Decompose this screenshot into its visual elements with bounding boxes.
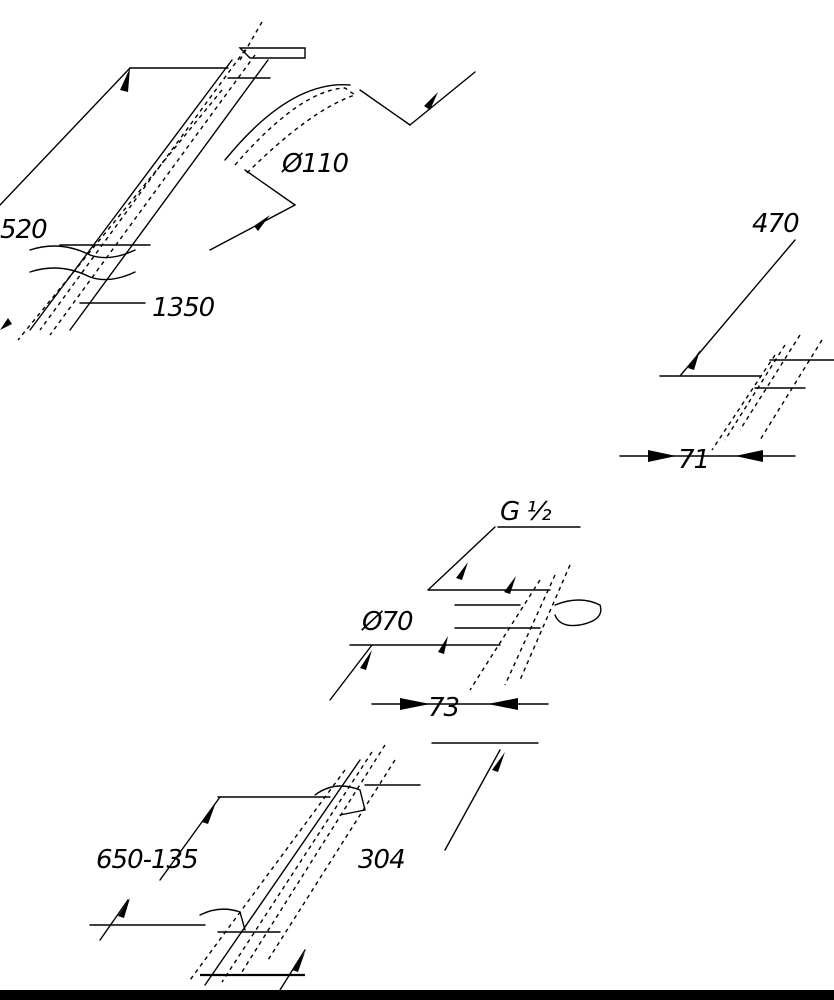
connection-detail	[329, 526, 602, 710]
dim-pipe-length: 1350	[152, 293, 215, 323]
dim-cap-depth: 73	[428, 693, 459, 723]
dim-cap-diameter: Ø70	[361, 607, 413, 637]
dim-right-width: 71	[678, 445, 709, 475]
dim-lower-length: 304	[358, 845, 405, 875]
bottom-border	[0, 990, 834, 1000]
lower-rail-assembly	[89, 742, 539, 991]
shower-rail-assembly	[0, 21, 476, 341]
dim-top-left-partial: 520	[0, 215, 47, 245]
dim-pipe-diameter: Ø110	[281, 149, 349, 179]
dim-thread: G ½	[500, 497, 551, 527]
wall-bracket-detail	[619, 239, 834, 462]
dim-right-partial: 470	[752, 209, 799, 239]
dim-lower-range: 650-135	[96, 845, 198, 875]
